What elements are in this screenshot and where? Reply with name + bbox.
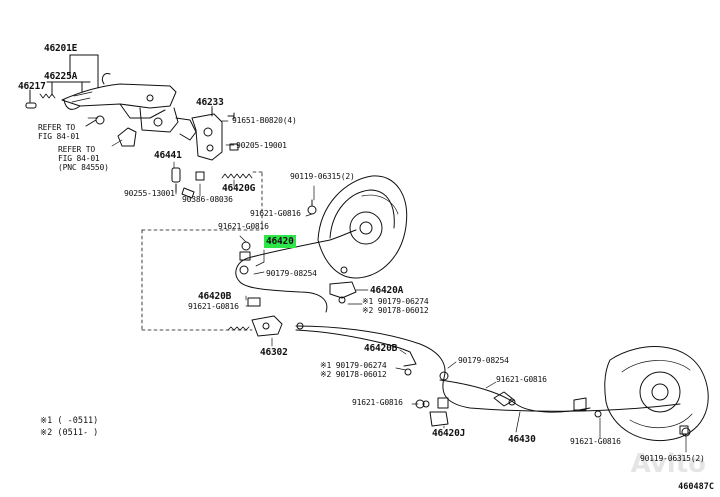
leader-lines <box>87 105 687 453</box>
label-90178-06012-b: ※2 90178-06012 <box>320 370 387 379</box>
label-90205-19001: 90205-19001 <box>236 141 287 150</box>
label-90119-06315-lower: 90119-06315(2) <box>640 454 705 463</box>
label-refer-2c: (PNC 84550) <box>58 163 109 172</box>
label-90386-08036: 90386-08036 <box>182 195 233 204</box>
label-91621-G0816-a: 91621-G0816 <box>250 209 301 218</box>
highlight-46420: 46420 <box>264 235 296 248</box>
label-91621-G0816-b: 91621-G0816 <box>218 222 269 231</box>
label-46420A: 46420A <box>370 285 404 296</box>
label-90119-06315-upper: 90119-06315(2) <box>290 172 355 181</box>
label-refer-1a: REFER TO <box>38 123 75 132</box>
label-refer-1b: FIG 84-01 <box>38 132 80 141</box>
bracket-46420J <box>422 397 449 427</box>
footnote-1: ※1 ( -0511) <box>40 416 99 426</box>
label-90179-06274-a: ※1 90179-06274 <box>362 297 429 306</box>
refer-parts <box>85 115 137 147</box>
footnote-2: ※2 (0511- ) <box>40 428 99 438</box>
label-91621-G0816-d: 91621-G0816 <box>496 375 547 384</box>
label-91651-B0820: 91651-B0820(4) <box>232 116 297 125</box>
brake-backing-plate <box>604 346 709 442</box>
label-46420J: 46420J <box>432 428 466 439</box>
label-90179-08254-a: 90179-08254 <box>266 269 317 278</box>
label-90178-06012-a: ※2 90178-06012 <box>362 306 429 315</box>
label-46441: 46441 <box>154 150 182 161</box>
label-46302: 46302 <box>260 347 288 358</box>
label-91621-G0816-f: 91621-G0816 <box>570 437 621 446</box>
label-46420-highlighted: 46420 <box>264 235 296 248</box>
watermark-logo: Avito <box>630 449 706 479</box>
bracket-46420A <box>329 281 357 304</box>
brake-drum-upper <box>317 175 408 279</box>
label-90179-06274-b: ※1 90179-06274 <box>320 361 387 370</box>
cable-46420 <box>235 229 357 313</box>
label-91621-G0816-c: 91621-G0816 <box>188 302 239 311</box>
label-90255-13001: 90255-13001 <box>124 189 175 198</box>
label-90179-08254-b: 90179-08254 <box>458 356 509 365</box>
label-refer-2b: FIG 84-01 <box>58 154 100 163</box>
figure-id: 460487C <box>678 482 714 492</box>
label-46430: 46430 <box>508 434 536 445</box>
cable-46430 <box>439 379 602 418</box>
bracket-46233 <box>191 107 239 161</box>
label-refer-2a: REFER TO <box>58 145 95 154</box>
label-46201E: 46201E <box>44 43 78 54</box>
label-46420B-upper: 46420B <box>198 291 232 302</box>
label-brackets <box>29 54 99 103</box>
label-46225A: 46225A <box>44 71 78 82</box>
label-46217: 46217 <box>18 81 46 92</box>
label-46420G: 46420G <box>222 183 256 194</box>
brake-lever-assembly <box>25 73 197 141</box>
label-46420B-lower: 46420B <box>364 343 398 354</box>
label-91621-G0816-e: 91621-G0816 <box>352 398 403 407</box>
bolts <box>241 199 691 437</box>
label-46233: 46233 <box>196 97 224 108</box>
